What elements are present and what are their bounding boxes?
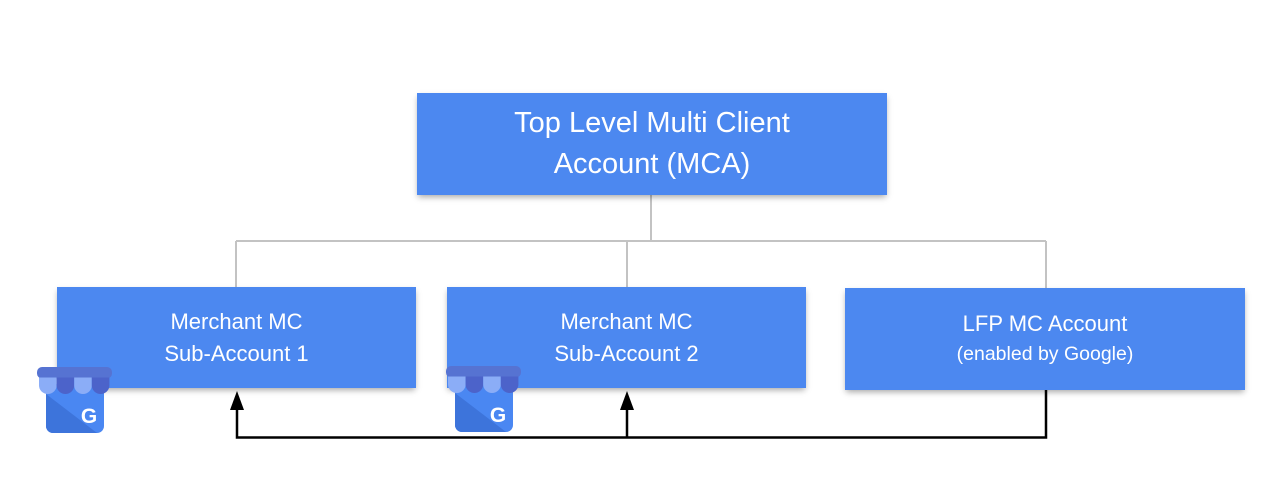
google-my-business-icon: G [446,366,521,432]
google-g-letter: G [490,404,506,427]
node-top-level-mca: Top Level Multi Client Account (MCA) [417,93,887,195]
node-label-line: (enabled by Google) [956,343,1134,365]
node-label-line: Sub-Account 2 [554,340,699,366]
google-g-letter: G [81,405,97,428]
storefront-body-shade [455,393,506,432]
awning-band [446,366,521,378]
node-label-line: LFP MC Account [962,311,1128,336]
awning-scallop [74,377,92,394]
tree-connector-line [235,195,1047,288]
google-my-business-icon: G [37,367,112,433]
node-label-line: Merchant MC [170,308,303,334]
awning-scallop [465,376,484,393]
node-merchant-sub-account-1: Merchant MC Sub-Account 1 [57,287,416,388]
awning-scallop [56,377,75,394]
awning-scallop [39,377,57,394]
node-label-line: Sub-Account 1 [164,340,309,366]
node-label-line: Top Level Multi Client [514,107,790,139]
arrowhead-up-icon [620,391,634,410]
awning-scallop [91,377,110,394]
awning-scallop [448,376,466,393]
awning-band [37,367,112,379]
node-label-line: Account (MCA) [553,148,751,180]
awning-scallop [483,376,501,393]
awning-scallop [500,376,519,393]
data-flow-arrow-line [235,390,1048,439]
node-label-line: Merchant MC [560,308,693,334]
storefront-body-shade [46,394,97,433]
arrowhead-up-icon [230,391,244,410]
node-lfp-mc-account: LFP MC Account (enabled by Google) [845,288,1245,390]
